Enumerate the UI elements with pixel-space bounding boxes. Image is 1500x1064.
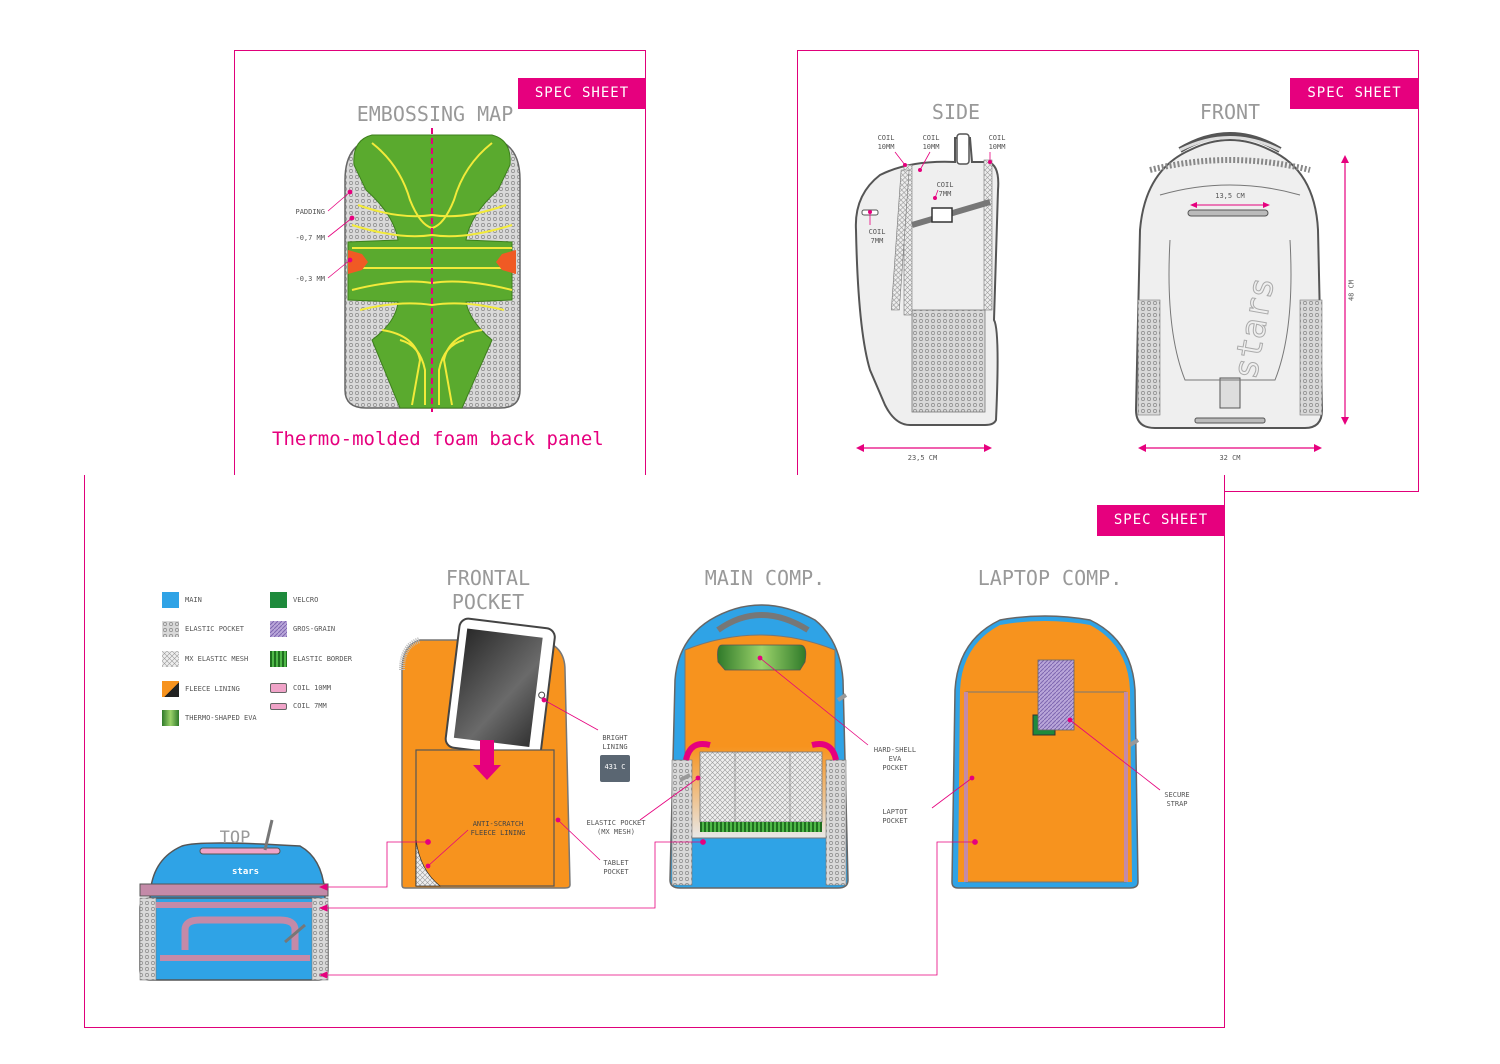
- legend-velcro: VELCRO: [270, 592, 318, 608]
- laptop-pocket-label: LAPTOT POCKET: [882, 808, 908, 825]
- pantone-label: 431 C: [604, 763, 626, 771]
- depth-07-label: -0,7 MM: [295, 234, 325, 242]
- mesh-swatch: [162, 651, 179, 667]
- front-inner-label: 13,5 CM: [1215, 192, 1245, 200]
- top-view-title: TOP: [219, 828, 251, 848]
- legend-coil-7mm: COIL 7MM: [270, 698, 327, 714]
- padding-label: PADDING: [295, 208, 325, 216]
- main-compartment-drawing: [669, 604, 849, 889]
- legend-fleece-lining: FLEECE LINING: [162, 681, 240, 697]
- coil7-swatch: [270, 702, 287, 710]
- eva-swatch: [162, 710, 179, 726]
- legend-mx-elastic-mesh: MX ELASTIC MESH: [162, 651, 248, 667]
- hard-shell-label: HARD-SHELL EVA POCKET: [873, 746, 917, 772]
- frontal-pocket-title: FRONTAL POCKET: [445, 566, 531, 614]
- legend-thermo-shaped-eva: THERMO-SHAPED EVA: [162, 710, 257, 726]
- elastic-pocket-swatch: [162, 621, 179, 637]
- legend-elastic-pocket: ELASTIC POCKET: [162, 621, 244, 637]
- elastic-pocket-label: ELASTIC POCKET (MX MESH): [586, 819, 646, 836]
- depth-03-label: -0,3 MM: [295, 275, 325, 283]
- spec-sheet-badge-views: SPEC SHEET: [1290, 78, 1419, 109]
- frontal-pocket-drawing: [399, 617, 630, 889]
- coil10-swatch: [270, 683, 287, 693]
- secure-strap-label: SECURE STRAP: [1164, 791, 1190, 808]
- fleece-swatch: [162, 681, 179, 697]
- legend-gros-grain: GROS-GRAIN: [270, 621, 335, 637]
- legend-coil-10mm: COIL 10MM: [270, 680, 331, 696]
- top-brand-mark: stars: [232, 867, 259, 877]
- main-comp-title: MAIN COMP.: [704, 566, 826, 590]
- laptop-compartment-drawing: [951, 615, 1140, 889]
- side-coil-label-3: COIL 10MM: [988, 134, 1006, 151]
- side-view-drawing: [854, 133, 1000, 452]
- side-coil-label-2: COIL 10MM: [922, 134, 940, 151]
- front-view-drawing: stars: [1134, 132, 1349, 452]
- anti-scratch-label: ANTI-SCRATCH FLEECE LINING: [470, 820, 526, 837]
- spec-sheet-badge-embossing: SPEC SHEET: [518, 78, 646, 109]
- embossing-back-panel-drawing: [327, 128, 521, 412]
- pantone-swatch: [600, 755, 630, 782]
- grosgrain-swatch: [270, 621, 287, 637]
- front-height-label: 48 CM: [1347, 279, 1356, 302]
- velcro-swatch: [270, 592, 287, 608]
- legend-elastic-border: ELASTIC BORDER: [270, 651, 352, 667]
- legend-main: MAIN: [162, 592, 202, 608]
- side-coil-label-1: COIL 10MM: [877, 134, 895, 151]
- side-coil-label-4: COIL 7MM: [936, 181, 954, 198]
- embossing-caption: Thermo-molded foam back panel: [272, 428, 604, 450]
- main-swatch: [162, 592, 179, 608]
- tablet-pocket-label: TABLET POCKET: [603, 859, 629, 876]
- top-view-drawing: stars: [139, 819, 329, 981]
- side-width-label: 23,5 CM: [907, 454, 938, 462]
- side-view-title: SIDE: [931, 100, 981, 124]
- front-view-title: FRONT: [1199, 100, 1261, 124]
- embossing-map-title: EMBOSSING MAP: [356, 102, 514, 126]
- laptop-comp-title: LAPTOP COMP.: [977, 566, 1123, 590]
- bright-lining-label: BRIGHT LINING: [602, 734, 628, 751]
- elastic-border-swatch: [270, 651, 287, 667]
- spec-sheet-badge-compartments: SPEC SHEET: [1097, 505, 1225, 536]
- side-coil-label-5: COIL 7MM: [868, 228, 886, 245]
- front-width-label: 32 CM: [1219, 454, 1241, 462]
